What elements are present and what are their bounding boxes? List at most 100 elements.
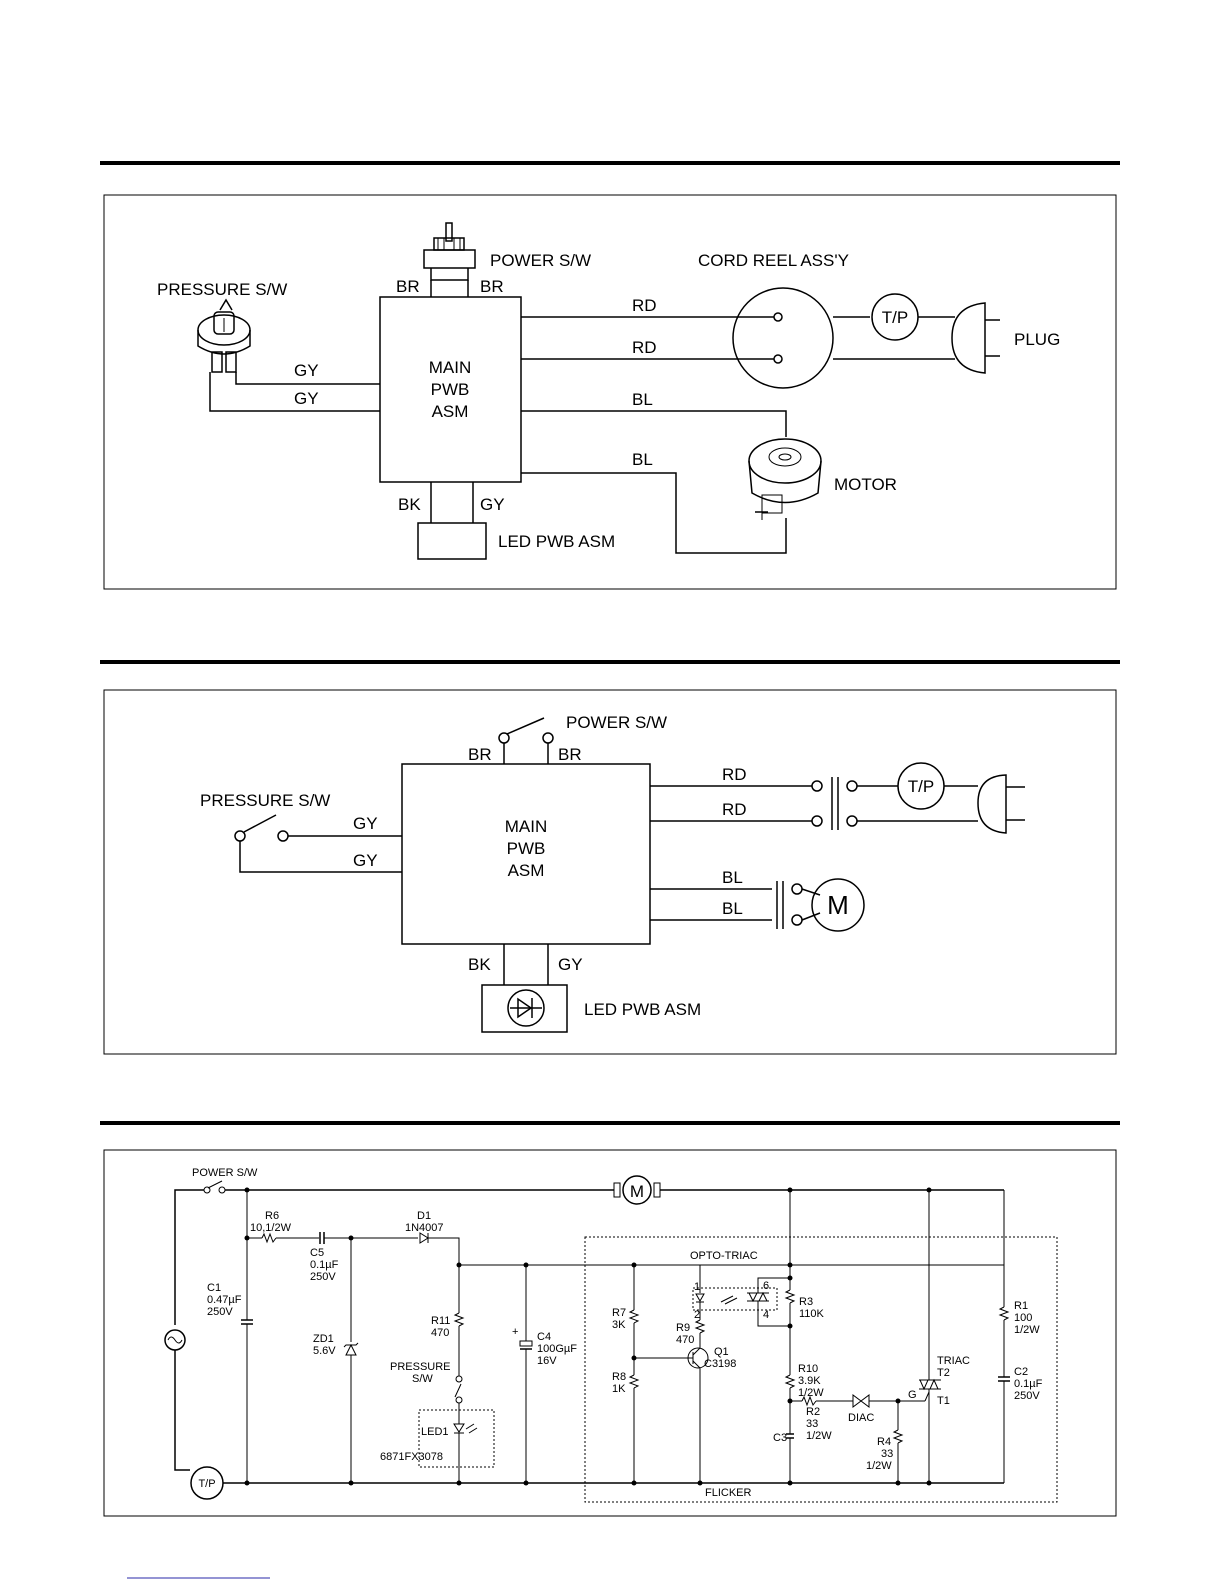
main-pwb-label-2: PWB bbox=[431, 380, 470, 399]
motor-icon-2 bbox=[811, 878, 865, 932]
r7-value: 3K bbox=[612, 1319, 626, 1331]
r2-watt: 1/2W bbox=[806, 1430, 832, 1442]
circuit-tp-label: T/P bbox=[198, 1478, 215, 1490]
c5-ref: C5 bbox=[310, 1247, 324, 1259]
opto-pin-4: 4 bbox=[763, 1309, 769, 1321]
r10-resistor bbox=[784, 1374, 796, 1389]
wire-bl-bottom-2: BL bbox=[722, 899, 743, 918]
power-switch-label: POWER S/W bbox=[490, 251, 591, 270]
cord-reel-icon bbox=[732, 287, 834, 389]
led-pwb-box-2 bbox=[481, 984, 568, 1033]
section-rule-1 bbox=[100, 161, 1120, 165]
wire-bk-2: BK bbox=[468, 955, 491, 974]
r9-ref: R9 bbox=[676, 1322, 690, 1334]
plug-label: PLUG bbox=[1014, 330, 1060, 349]
wire-rd-bottom: RD bbox=[632, 338, 657, 357]
circuit-power-switch-label: POWER S/W bbox=[192, 1167, 258, 1179]
r4-ref: R4 bbox=[877, 1436, 891, 1448]
c4-plus: + bbox=[512, 1326, 518, 1338]
c2-ref: C2 bbox=[1014, 1366, 1028, 1378]
diac-ref: DIAC bbox=[848, 1412, 874, 1424]
r6-ref: R6 bbox=[265, 1210, 279, 1222]
thermal-protector-label-2: T/P bbox=[908, 777, 934, 796]
led1-part: 6871FX3078 bbox=[380, 1451, 443, 1463]
section-rule-3 bbox=[100, 1121, 1120, 1125]
triac-t1: T1 bbox=[937, 1395, 950, 1407]
led1-ref: LED1 bbox=[421, 1426, 449, 1438]
r10-ref: R10 bbox=[798, 1363, 818, 1375]
wire-gy-led: GY bbox=[480, 495, 505, 514]
triac-gate: G bbox=[908, 1389, 917, 1401]
r6-value: 10,1/2W bbox=[250, 1222, 292, 1234]
wire-bl-bottom: BL bbox=[632, 450, 653, 469]
wire-bl-top: BL bbox=[632, 390, 653, 409]
zd1-zener bbox=[345, 1343, 357, 1356]
r1-watt: 1/2W bbox=[1014, 1324, 1040, 1336]
motor-label-2: M bbox=[827, 890, 849, 920]
circuit-power-switch bbox=[207, 1180, 223, 1189]
q1-ref: Q1 bbox=[714, 1346, 729, 1358]
triac-element bbox=[919, 1379, 929, 1391]
zd1-ref: ZD1 bbox=[313, 1333, 334, 1345]
section-rule-2 bbox=[100, 660, 1120, 664]
cord-reel-label: CORD REEL ASS'Y bbox=[698, 251, 849, 270]
r8-value: 1K bbox=[612, 1383, 626, 1395]
main-pwb-label-2-2: PWB bbox=[507, 839, 546, 858]
r2-ref: R2 bbox=[806, 1406, 820, 1418]
zd1-value: 5.6V bbox=[313, 1345, 336, 1357]
main-pwb-label-3: ASM bbox=[432, 402, 469, 421]
r8-resistor bbox=[628, 1374, 640, 1389]
wire-rd-top-2: RD bbox=[722, 765, 747, 784]
c3-ref: C3 bbox=[773, 1432, 787, 1444]
circuit-diagram-panel: FLICKER POWER S/W M T/P C1 0.47µF 250V bbox=[103, 1149, 1117, 1517]
main-pwb-box bbox=[379, 296, 522, 483]
triac-ref: TRIAC bbox=[937, 1355, 970, 1367]
motor-label: MOTOR bbox=[834, 475, 897, 494]
d1-part: 1N4007 bbox=[405, 1222, 444, 1234]
opto-pin-2: 2 bbox=[694, 1309, 700, 1321]
r11-value: 470 bbox=[431, 1327, 449, 1339]
pressure-switch-symbol bbox=[243, 814, 277, 833]
block-schematic-panel: MAIN PWB ASM POWER S/W BR BR PRESSURE S/… bbox=[103, 689, 1117, 1055]
circuit-pressure-switch bbox=[454, 1383, 462, 1398]
r11-resistor bbox=[453, 1312, 465, 1327]
wire-rd-top: RD bbox=[632, 296, 657, 315]
opto-led-diode bbox=[695, 1293, 705, 1303]
wiring-diagram-panel: MAIN PWB ASM POWER S/W BR BR PRESSURE S/… bbox=[103, 194, 1117, 590]
led-diode-icon bbox=[507, 989, 545, 1027]
wire-br-left: BR bbox=[396, 277, 420, 296]
plug-icon bbox=[951, 302, 986, 374]
led-pwb-label: LED PWB ASM bbox=[498, 532, 615, 551]
c1-value: 0.47µF bbox=[207, 1294, 242, 1306]
wire-gy-bottom-2: GY bbox=[353, 851, 378, 870]
c1-ref: C1 bbox=[207, 1282, 221, 1294]
pressure-switch-icon bbox=[197, 298, 251, 373]
c4-capacitor bbox=[519, 1340, 533, 1347]
main-pwb-label-2-1: MAIN bbox=[505, 817, 548, 836]
wire-br-right: BR bbox=[480, 277, 504, 296]
c1-voltage: 250V bbox=[207, 1306, 233, 1318]
pressure-sw-ref-1: PRESSURE bbox=[390, 1361, 451, 1373]
wire-rd-bottom-2: RD bbox=[722, 800, 747, 819]
power-switch-label-2: POWER S/W bbox=[566, 713, 667, 732]
power-switch-symbol bbox=[506, 717, 545, 735]
r3-resistor bbox=[784, 1289, 796, 1304]
wire-bk: BK bbox=[398, 495, 421, 514]
main-pwb-label-1: MAIN bbox=[429, 358, 472, 377]
c5-value: 0.1µF bbox=[310, 1259, 339, 1271]
d1-diode bbox=[419, 1232, 429, 1244]
c2-voltage: 250V bbox=[1014, 1390, 1040, 1402]
c4-value: 100GµF bbox=[537, 1343, 577, 1355]
c4-voltage: 16V bbox=[537, 1355, 557, 1367]
r7-resistor bbox=[628, 1309, 640, 1324]
r4-value: 33 bbox=[881, 1448, 893, 1460]
main-pwb-box-2 bbox=[401, 763, 651, 945]
wire-gy-bottom: GY bbox=[294, 389, 319, 408]
r2-value: 33 bbox=[806, 1418, 818, 1430]
circuit-motor-icon bbox=[622, 1175, 652, 1205]
wire-gy-top-2: GY bbox=[353, 814, 378, 833]
r4-resistor bbox=[892, 1429, 904, 1444]
triac-t2: T2 bbox=[937, 1367, 950, 1379]
wire-br-left-2: BR bbox=[468, 745, 492, 764]
